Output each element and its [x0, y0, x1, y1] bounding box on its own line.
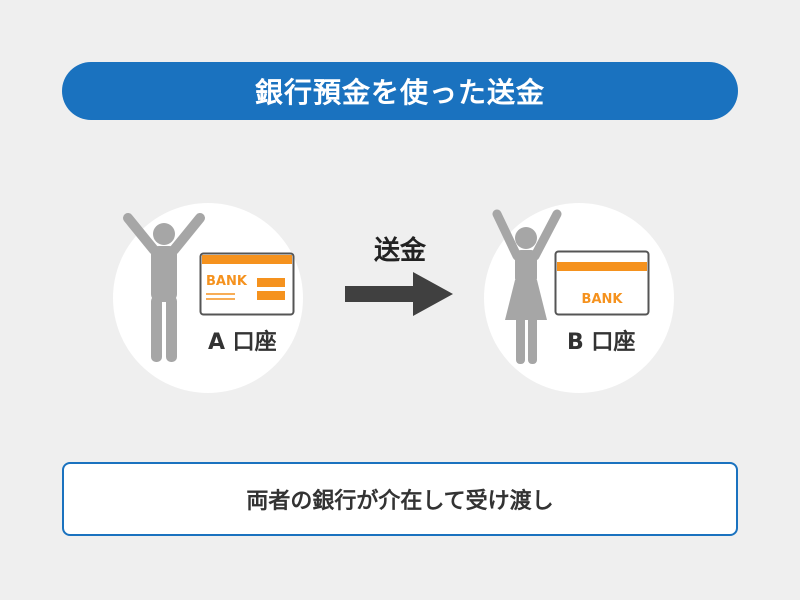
- bank-card-b-icon: BANK: [554, 250, 650, 316]
- account-b-label: B 口座: [567, 330, 636, 355]
- account-a-label: A 口座: [208, 330, 277, 355]
- caption-text: 両者の銀行が介在して受け渡し: [246, 489, 554, 514]
- man-raising-arms-icon: [123, 213, 205, 362]
- title-banner: 銀行預金を使った送金: [62, 62, 738, 120]
- woman-raising-arms-icon: [492, 209, 562, 364]
- caption-box: 両者の銀行が介在して受け渡し: [62, 462, 738, 536]
- bank-card-b-text: BANK: [582, 292, 624, 307]
- bank-card-a-icon: BANK: [199, 252, 295, 316]
- bank-card-a-text: BANK: [206, 274, 248, 289]
- transfer-label: 送金: [373, 236, 426, 266]
- arrow-right-icon: [345, 272, 453, 316]
- page-title: 銀行預金を使った送金: [254, 76, 545, 109]
